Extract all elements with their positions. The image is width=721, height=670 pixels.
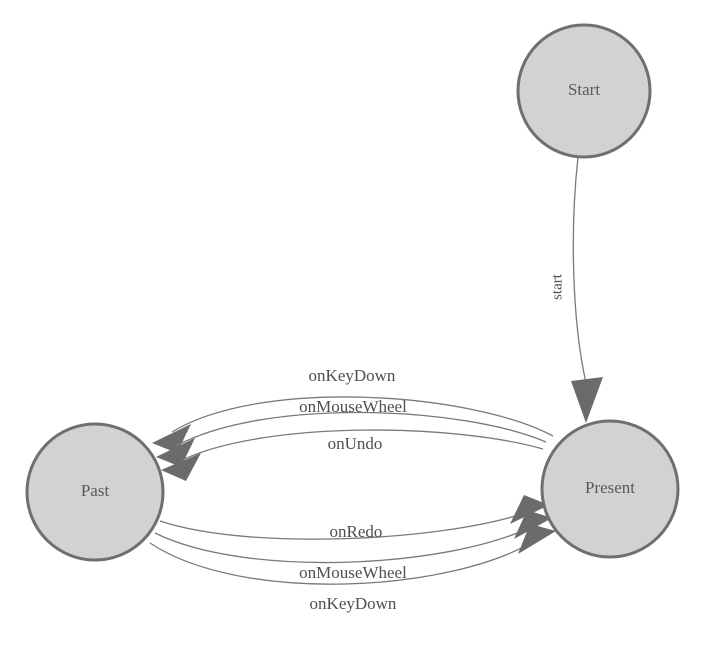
edge-label-start: start <box>549 273 565 300</box>
edge-past-to-present-onredo-arrowhead <box>510 495 549 524</box>
edge-present-to-past-onkeydown[interactable]: onKeyDown <box>152 366 554 453</box>
edge-present-to-past-onundo-arrowhead <box>161 453 201 481</box>
edge-present-to-past-onmousewheel[interactable]: onMouseWheel <box>156 397 547 467</box>
node-start-circle <box>516 23 652 159</box>
edge-label-present-past-onundo: onUndo <box>328 434 383 453</box>
edge-label-past-present-onkeydown: onKeyDown <box>310 594 397 613</box>
edge-label-present-past-onmousewheel: onMouseWheel <box>299 397 407 416</box>
edge-start-to-present[interactable]: start <box>549 156 603 423</box>
edge-present-to-past-onundo-path <box>181 429 544 461</box>
node-start[interactable]: Start <box>516 23 652 159</box>
edge-past-to-present-onmousewheel[interactable]: onMouseWheel <box>154 510 552 582</box>
node-past-label: Past <box>81 481 110 500</box>
edge-start-to-present-path <box>572 156 587 384</box>
edge-past-to-present-onredo[interactable]: onRedo <box>159 495 549 541</box>
edge-past-to-present-onredo-path <box>159 511 529 540</box>
edge-present-to-past-onmousewheel-arrowhead <box>156 438 195 467</box>
node-past-circle <box>25 422 165 562</box>
edge-label-present-past-onkeydown: onKeyDown <box>309 366 396 385</box>
edge-label-past-present-onmousewheel: onMouseWheel <box>299 563 407 582</box>
edge-past-to-present-onkeydown[interactable]: onKeyDown <box>149 524 556 613</box>
node-present[interactable]: Present <box>540 419 680 559</box>
edge-label-past-present-onredo: onRedo <box>330 522 383 541</box>
edge-present-to-past-onkeydown-arrowhead <box>152 424 191 453</box>
node-start-label: Start <box>568 80 600 99</box>
edge-present-to-past-onkeydown-path <box>171 396 554 437</box>
edge-present-to-past-onundo[interactable]: onUndo <box>161 429 544 481</box>
node-present-circle <box>540 419 680 559</box>
edge-present-to-past-onmousewheel-path <box>175 411 547 447</box>
edge-past-to-present-onmousewheel-path <box>154 526 532 564</box>
node-present-label: Present <box>585 478 635 497</box>
edge-past-to-present-onmousewheel-arrowhead <box>514 510 552 539</box>
node-past[interactable]: Past <box>25 422 165 562</box>
edge-past-to-present-onkeydown-arrowhead <box>518 524 556 554</box>
edge-start-to-present-arrowhead <box>571 377 603 423</box>
edge-past-to-present-onkeydown-path <box>149 540 535 585</box>
